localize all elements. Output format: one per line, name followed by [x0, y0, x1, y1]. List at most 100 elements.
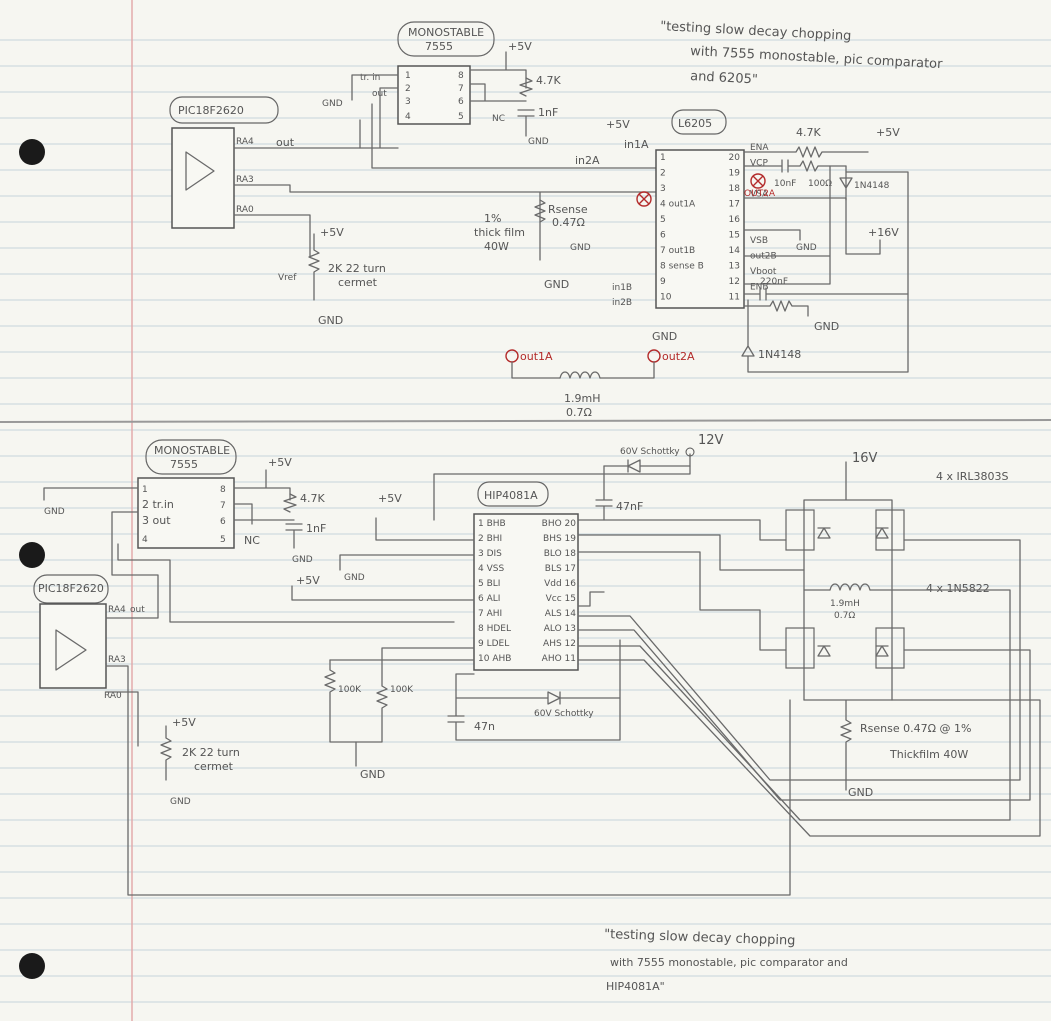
hip-right-pin-18: BLO 18: [544, 549, 577, 559]
top-l6205-chip: [655, 149, 745, 309]
l6205-right-pin-14: 14: [729, 246, 741, 256]
bottom-inductor: [829, 583, 871, 591]
top-out1a-terminal-label: out1A: [520, 350, 553, 363]
bottom-12v-terminal: [685, 447, 695, 457]
bottom-hbridge-rails: [803, 461, 893, 701]
bottom-bhi-5v-wire: [375, 517, 475, 541]
l6205-right-pin-name-12: Vboot: [750, 267, 777, 277]
top-rsense: [534, 199, 546, 223]
top-gnd-label-1: GND: [322, 99, 343, 109]
hip-right-pin-20: BHO 20: [542, 519, 577, 529]
bottom-pic-comparator: [55, 629, 87, 671]
bottom-delay-gnd: GND: [360, 768, 385, 781]
top-l6205-label: L6205: [678, 117, 712, 130]
top-in2a-wire: [371, 103, 661, 169]
top-vs-bus: [743, 165, 831, 285]
top-7555-pin2: 2: [405, 84, 411, 94]
top-in1a-5v: +5V: [606, 118, 630, 131]
bottom-bhi-5v: +5V: [378, 492, 402, 505]
top-220nf-label: 220nF: [760, 277, 788, 287]
top-in2a-label: in2A: [575, 154, 600, 167]
hip-left-pin-7: 7 AHI: [478, 609, 502, 619]
top-vboot-cap: [743, 171, 909, 301]
top-cap-1nf: [517, 109, 535, 137]
bottom-pic-ra4: RA4: [108, 605, 126, 615]
bottom-pic-chip: [39, 603, 107, 689]
bottom-dis-gnd-wire: [339, 554, 475, 571]
bottom-inductor-value: 1.9mH: [830, 599, 860, 609]
bottom-100k-2: 100K: [390, 685, 414, 695]
bottom-pot-label2: cermet: [194, 760, 234, 773]
top-out1a-cross: [638, 193, 650, 205]
bottom-16v-label: 16V: [852, 451, 878, 466]
top-enb-gnd: GND: [814, 320, 839, 333]
top-out2a-cross: [752, 175, 764, 187]
top-thick-1: 1%: [484, 212, 501, 225]
hip-left-pin-9: 9 LDEL: [478, 639, 509, 649]
l6205-left-pin-5: 5: [660, 215, 666, 225]
hip-left-pin-5: 5 BLI: [478, 579, 500, 589]
bottom-1nf-label: 1nF: [306, 522, 326, 535]
top-ra4-wire: [233, 87, 399, 149]
top-10nf-label: 10nF: [774, 179, 796, 189]
top-inductor-res: 0.7Ω: [566, 406, 592, 419]
bottom-5v-label-1: +5V: [268, 456, 292, 469]
bottom-monostable-part: 7555: [170, 458, 198, 471]
l6205-right-pin-15: 15: [729, 231, 740, 241]
bottom-bho-wire: [577, 539, 1021, 781]
top-schematic: "testing slow decay chopping with 7555 m…: [169, 19, 944, 419]
top-monostable-part: 7555: [425, 40, 453, 53]
punch-hole-top: [19, 139, 45, 165]
top-inductor-value: 1.9mH: [564, 392, 600, 405]
bottom-monostable-title: MONOSTABLE: [154, 444, 230, 457]
bottom-pot: [160, 725, 172, 781]
top-ra0-wire: [233, 214, 311, 257]
bottom-vss-5v-wire: [291, 585, 475, 601]
hip-right-pin-19: BHS 19: [543, 534, 576, 544]
bottom-schematic: MONOSTABLE 7555 1 2 tr.in 3 out 4 8 7 6 …: [33, 433, 1041, 993]
top-in2b-label: in2B: [612, 298, 632, 308]
top-enb-resistor: [743, 300, 809, 317]
bottom-delay-resistors: [324, 647, 475, 743]
top-l6205-label-bubble: [671, 109, 727, 135]
bottom-pic-label: PIC18F2620: [38, 582, 104, 595]
l6205-right-pin-name-17: VSA: [750, 190, 769, 200]
top-5v-label-1: +5V: [508, 40, 532, 53]
top-7555-right-wires: [469, 51, 527, 102]
top-7555-pin3: 3: [405, 97, 411, 107]
bottom-bhs-wire: [577, 629, 1031, 801]
bottom-caption-line1: "testing slow decay chopping: [604, 927, 796, 949]
top-in1b-label: in1B: [612, 283, 632, 293]
bottom-monostable-label-bubble: [145, 439, 237, 475]
bottom-schottky-wire: [433, 453, 691, 521]
bottom-rsense: [803, 699, 893, 791]
bottom-gnd-label-1: GND: [44, 507, 65, 517]
bottom-caption-line2: with 7555 monostable, pic comparator and: [610, 956, 848, 969]
bottom-7555-gnd-wire: [43, 487, 139, 501]
top-rsense-val: 0.47Ω: [552, 216, 585, 229]
hip-right-pin-12: AHS 12: [543, 639, 576, 649]
bottom-100k-1: 100K: [338, 685, 362, 695]
hip-left-pin-2: 2 BHI: [478, 534, 502, 544]
bottom-4k7-label: 4.7K: [300, 492, 325, 505]
bottom-resistor-4k7: [283, 493, 297, 513]
bottom-47n-label: 47n: [474, 720, 495, 733]
bottom-caption-line3: HIP4081A": [606, 980, 665, 993]
top-caption-line2: with 7555 monostable, pic comparator: [690, 44, 944, 72]
bottom-pic-ra3: RA3: [108, 655, 126, 665]
top-ena-resistor: [743, 146, 869, 158]
top-in-gnd: GND: [652, 330, 677, 343]
bottom-pic-label-bubble: [33, 574, 109, 604]
top-4k7-label: 4.7K: [536, 74, 561, 87]
hip-left-pin-10: 10 AHB: [478, 654, 511, 664]
l6205-right-pin-name-14: VSB: [750, 236, 768, 246]
top-7555-pin5: 5: [458, 112, 464, 122]
bottom-7555-p2: 2 tr.in: [142, 498, 174, 511]
top-thick-2: thick film: [474, 226, 525, 239]
top-7555-gnd-wire: [351, 74, 399, 101]
bottom-mosfet-al: [785, 627, 815, 669]
bottom-lower-bootstrap: [447, 639, 621, 741]
bottom-12v-label: 12V: [698, 433, 724, 448]
top-pot-label2: cermet: [338, 276, 378, 289]
